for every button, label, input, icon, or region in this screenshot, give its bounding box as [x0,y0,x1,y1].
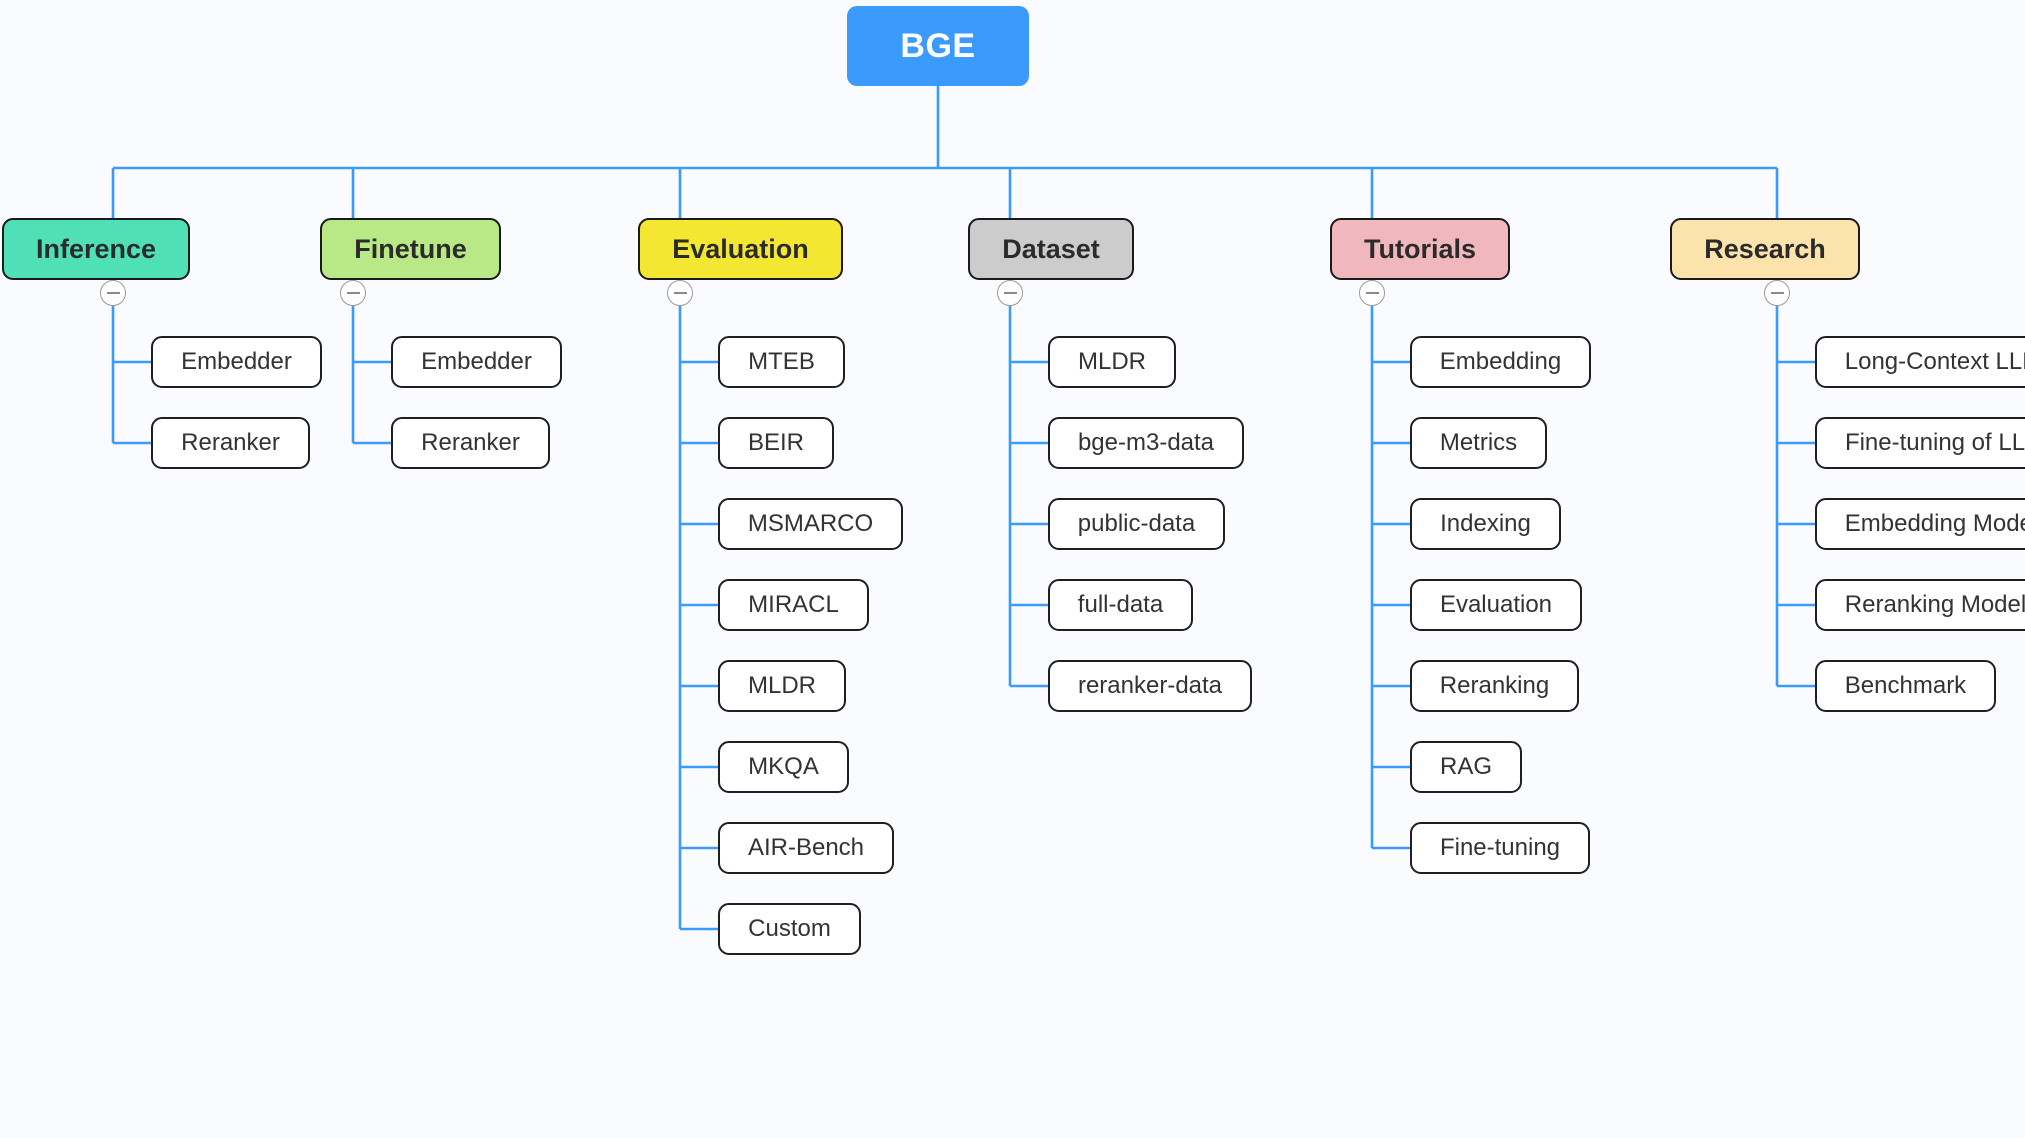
leaf-node-research-3[interactable]: Reranking Model [1815,579,2025,631]
leaf-node-evaluation-4[interactable]: MLDR [718,660,846,712]
leaf-node-evaluation-1[interactable]: BEIR [718,417,834,469]
leaf-node-tutorials-1[interactable]: Metrics [1410,417,1547,469]
leaf-node-finetune-1-label: Reranker [421,429,520,456]
leaf-node-finetune-0[interactable]: Embedder [391,336,562,388]
leaf-node-tutorials-6-label: Fine-tuning [1439,834,1561,861]
leaf-node-research-4[interactable]: Benchmark [1815,660,1996,712]
leaf-node-research-2[interactable]: Embedding Model [1815,498,2025,550]
leaf-node-evaluation-1-label: BEIR [747,429,804,456]
leaf-node-tutorials-2-label: Indexing [1440,510,1531,537]
branch-node-finetune[interactable]: Finetune [320,218,501,280]
leaf-node-tutorials-3[interactable]: Evaluation [1410,579,1582,631]
leaf-node-inference-1-label: Reranker [181,429,280,456]
leaf-node-tutorials-2[interactable]: Indexing [1410,498,1561,550]
leaf-node-dataset-1[interactable]: bge-m3-data [1048,417,1244,469]
leaf-node-research-0[interactable]: Long-Context LLM [1815,336,2025,388]
branch-node-dataset-label: Dataset [1002,233,1100,264]
leaf-node-inference-0-label: Embedder [181,348,292,375]
leaf-node-evaluation-7[interactable]: Custom [718,903,861,955]
leaf-node-dataset-3-label: full-data [1077,591,1164,618]
leaf-node-tutorials-5[interactable]: RAG [1410,741,1522,793]
leaf-node-evaluation-3-label: MIRACL [748,591,839,618]
leaf-node-evaluation-4-label: MLDR [747,672,816,699]
leaf-node-research-1[interactable]: Fine-tuning of LLM [1815,417,2025,469]
branch-node-inference-label: Inference [35,233,157,264]
collapse-minus-icon-research[interactable] [1764,280,1790,306]
minus-bar [1770,292,1784,294]
collapse-minus-icon-tutorials[interactable] [1359,280,1385,306]
leaf-node-evaluation-0-label: MTEB [748,348,815,375]
leaf-node-dataset-2[interactable]: public-data [1048,498,1225,550]
leaf-node-tutorials-1-label: Metrics [1439,429,1518,456]
leaf-node-dataset-2-label: public-data [1077,510,1196,537]
leaf-node-evaluation-6[interactable]: AIR-Bench [718,822,894,874]
branch-node-evaluation[interactable]: Evaluation [638,218,843,280]
leaf-node-evaluation-5[interactable]: MKQA [718,741,849,793]
leaf-node-dataset-0-label: MLDR [1077,348,1146,375]
leaf-node-evaluation-2[interactable]: MSMARCO [718,498,903,550]
leaf-node-research-0-label: Long-Context LLM [1844,348,2025,375]
branch-node-evaluation-label: Evaluation [672,233,809,264]
branch-node-dataset[interactable]: Dataset [968,218,1134,280]
leaf-node-evaluation-2-label: MSMARCO [747,510,874,537]
branch-node-research-label: Research [1704,233,1826,264]
leaf-node-finetune-1[interactable]: Reranker [391,417,550,469]
collapse-minus-icon-dataset[interactable] [997,280,1023,306]
collapse-minus-icon-inference[interactable] [100,280,126,306]
leaf-node-dataset-0[interactable]: MLDR [1048,336,1176,388]
leaf-node-evaluation-0[interactable]: MTEB [718,336,845,388]
leaf-node-tutorials-4-label: Reranking [1439,672,1550,699]
leaf-node-research-3-label: Reranking Model [1844,591,2025,618]
leaf-node-tutorials-6[interactable]: Fine-tuning [1410,822,1590,874]
leaf-node-dataset-3[interactable]: full-data [1048,579,1193,631]
leaf-node-evaluation-5-label: MKQA [748,753,819,780]
leaf-node-tutorials-4[interactable]: Reranking [1410,660,1579,712]
minus-bar [673,292,687,294]
root-node[interactable]: BGE [847,6,1029,86]
leaf-node-dataset-1-label: bge-m3-data [1077,429,1215,456]
leaf-node-tutorials-3-label: Evaluation [1439,591,1553,618]
collapse-minus-icon-evaluation[interactable] [667,280,693,306]
leaf-node-dataset-4[interactable]: reranker-data [1048,660,1252,712]
leaf-node-research-1-label: Fine-tuning of LLM [1844,429,2025,456]
leaf-node-tutorials-0[interactable]: Embedding [1410,336,1591,388]
leaf-node-research-4-label: Benchmark [1844,672,1967,699]
minus-bar [1365,292,1379,294]
minus-bar [106,292,120,294]
leaf-node-evaluation-7-label: Custom [748,915,831,942]
minus-bar [1003,292,1017,294]
leaf-node-tutorials-5-label: RAG [1439,753,1492,780]
leaf-node-evaluation-6-label: AIR-Bench [747,834,865,861]
leaf-node-research-2-label: Embedding Model [1844,510,2025,537]
leaf-node-evaluation-3[interactable]: MIRACL [718,579,869,631]
branch-node-finetune-label: Finetune [354,233,467,264]
root-node-label: BGE [900,26,976,65]
collapse-minus-icon-finetune[interactable] [340,280,366,306]
leaf-node-dataset-4-label: reranker-data [1077,672,1223,699]
leaf-node-tutorials-0-label: Embedding [1439,348,1562,375]
minus-bar [346,292,360,294]
branch-node-inference[interactable]: Inference [2,218,190,280]
leaf-node-inference-0[interactable]: Embedder [151,336,322,388]
leaf-node-inference-1[interactable]: Reranker [151,417,310,469]
branch-node-research[interactable]: Research [1670,218,1860,280]
branch-node-tutorials-label: Tutorials [1363,233,1476,264]
leaf-node-finetune-0-label: Embedder [421,348,532,375]
branch-node-tutorials[interactable]: Tutorials [1330,218,1510,280]
